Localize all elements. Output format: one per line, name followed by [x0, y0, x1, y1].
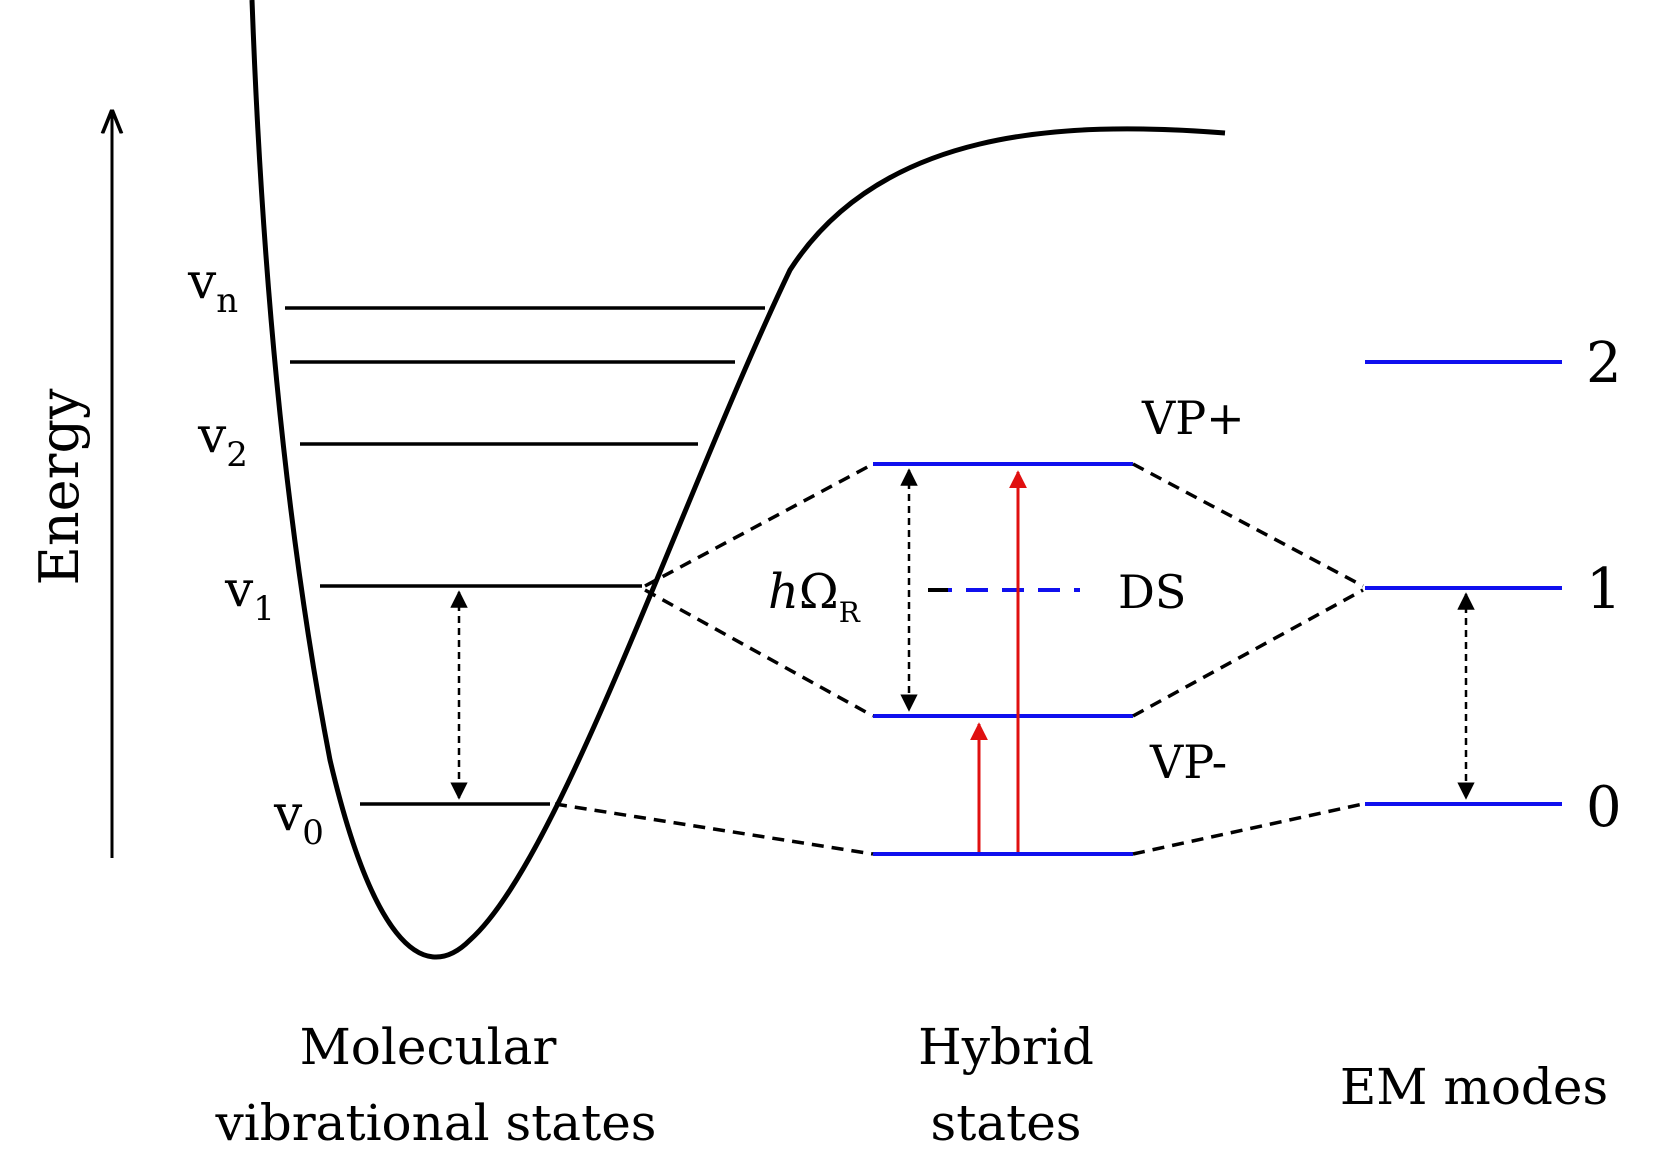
label-v2: v2 [197, 406, 248, 475]
label-vn: vn [187, 252, 238, 321]
correlation-v0-to-ground [554, 802, 874, 856]
vp-plus-label: VP+ [1141, 391, 1245, 445]
label-v1: v1 [224, 560, 275, 629]
caption-hybrid-line1: Hybrid [918, 1018, 1094, 1076]
caption-hybrid-line2: states [931, 1094, 1082, 1152]
em-level-2-label: 2 [1586, 331, 1622, 396]
caption-molecular-line2: vibrational states [215, 1094, 657, 1152]
em-level-1-label: 1 [1586, 557, 1622, 622]
correlation-vp-minus-to-em1 [1132, 588, 1364, 718]
correlation-lines [554, 462, 1364, 856]
energy-axis-label: Energy [28, 388, 91, 586]
vp-minus-label: VP- [1149, 735, 1227, 789]
potential-energy-curve [249, 0, 1226, 960]
label-v0: v0 [273, 784, 324, 853]
rabi-splitting-label: hΩR [768, 564, 861, 629]
caption-em-modes: EM modes [1340, 1058, 1608, 1116]
correlation-v1-to-vp-minus [644, 588, 874, 718]
correlation-v1-to-vp-plus [644, 462, 874, 588]
caption-molecular-line1: Molecular [300, 1018, 557, 1076]
em-level-0-label: 0 [1586, 775, 1622, 840]
correlation-ground-to-em0 [1132, 802, 1364, 856]
correlation-vp-plus-to-em1 [1132, 462, 1364, 588]
ds-label: DS [1118, 565, 1186, 619]
